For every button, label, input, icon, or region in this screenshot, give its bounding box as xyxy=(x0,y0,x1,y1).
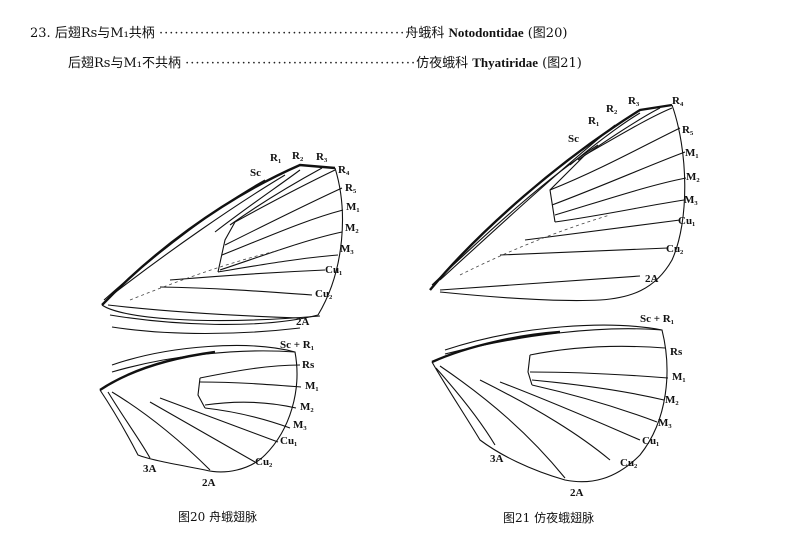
fig20-label-h-scr1: Sc + R₁ xyxy=(280,339,314,351)
fig20-forewing xyxy=(102,165,343,334)
fig20-vein-h3a xyxy=(108,392,150,458)
fig20-label-m2: M₂ xyxy=(345,222,359,234)
fig20-label-h-rs: Rs xyxy=(302,359,315,371)
fig20-label-h-m2: M₂ xyxy=(300,401,314,413)
fig20-label-h-cu1: Cu₁ xyxy=(280,435,297,447)
fig21-label-h-cu1: Cu₁ xyxy=(642,435,659,447)
fig20-vein-hm2 xyxy=(205,402,296,408)
fig21-label-sc: Sc xyxy=(568,133,579,145)
fig21-vein-cu2 xyxy=(500,248,668,255)
fig20-forewing-anal-fold xyxy=(112,327,300,334)
fig21-vein-r1 xyxy=(440,125,615,280)
fig21-vein-hcu2 xyxy=(480,380,610,460)
fig20-label-r5: R₅ xyxy=(345,182,357,194)
fig20-label-r4: R₄ xyxy=(338,164,350,176)
fig21-label-m2: M₂ xyxy=(686,171,700,183)
fig20-vein-hm1 xyxy=(200,382,301,387)
fig21-label-r3: R₃ xyxy=(628,95,640,107)
fig20-vein-hcu1 xyxy=(160,398,278,442)
figure-20-caption: 图20 舟蛾翅脉 xyxy=(178,508,257,525)
fig20-label-m1: M₁ xyxy=(346,201,360,213)
fig20-label-h-m1: M₁ xyxy=(305,380,319,392)
fig21-label-h-rs: Rs xyxy=(670,346,683,358)
fig20-vein-m3 xyxy=(218,255,338,272)
fig20-label-cu1: Cu₁ xyxy=(325,264,342,276)
fig21-vein-hm1 xyxy=(530,372,668,378)
fig20-label-h-m3: M₃ xyxy=(293,419,307,431)
fig21-label-h-cu2: Cu₂ xyxy=(620,457,638,469)
fig21-label-r2: R₂ xyxy=(606,103,618,115)
fig20-vein-hm3 xyxy=(205,408,290,428)
fig20-label-r3: R₃ xyxy=(316,151,328,163)
fig21-vein-m3 xyxy=(555,200,684,222)
fig20-vein-r2 xyxy=(215,170,300,232)
fig20-vein-cu1 xyxy=(170,270,325,280)
fig21-label-cu1: Cu₁ xyxy=(678,215,695,227)
fig20-vein-m2 xyxy=(220,232,342,270)
fig20-forewing-costa xyxy=(102,165,335,305)
fig21-vein-2a xyxy=(440,276,640,290)
fig21-label-h-m3: M₃ xyxy=(658,417,672,429)
fig20-vein-hcu2 xyxy=(150,402,255,462)
fig21-label-r4: R₄ xyxy=(672,95,684,107)
fig20-label-r1: R₁ xyxy=(270,152,281,164)
fig21-label-h-m2: M₂ xyxy=(665,394,679,406)
fig20-label-cu2: Cu₂ xyxy=(315,288,333,300)
fig20-label-h-cu2: Cu₂ xyxy=(255,456,273,468)
fig20-vein-h2a xyxy=(112,392,210,470)
fig20-label-h-2a: 2A xyxy=(202,477,216,489)
fig21-forewing xyxy=(430,105,686,301)
figure-21: Sc R₁ R₂ R₃ R₄ R₅ M₁ M₂ M₃ Cu₁ Cu₂ 2A Sc… xyxy=(430,95,700,499)
fig21-label-h-scr1: Sc + R₁ xyxy=(640,313,674,325)
figure-20: Sc R₁ R₂ R₃ R₄ R₅ M₁ M₂ M₃ Cu₁ Cu₂ 2A Sc… xyxy=(100,150,360,489)
fig21-fold xyxy=(460,215,610,275)
fig21-label-h-3a: 3A xyxy=(490,453,504,465)
fig21-label-r1: R₁ xyxy=(588,115,599,127)
fig21-label-cu2: Cu₂ xyxy=(666,243,684,255)
fig21-vein-rs xyxy=(530,346,665,355)
fig21-label-m1: M₁ xyxy=(685,147,699,159)
fig20-label-r2: R₂ xyxy=(292,150,304,162)
fig20-label-sc: Sc xyxy=(250,167,261,179)
figure-21-caption: 图21 仿夜蛾翅脉 xyxy=(503,509,594,526)
fig20-hindwing xyxy=(100,346,301,472)
fig20-hindwing-outline xyxy=(100,346,297,472)
fig21-forewing-outline xyxy=(440,105,685,301)
fig21-vein-cu1 xyxy=(525,220,680,240)
fig21-vein-hm3 xyxy=(532,385,657,422)
fig21-label-h-m1: M₁ xyxy=(672,371,686,383)
fig21-hind-cell xyxy=(528,355,532,385)
fig21-label-2a: 2A xyxy=(645,273,659,285)
fig20-label-h-3a: 3A xyxy=(143,463,157,475)
fig21-label-h-2a: 2A xyxy=(570,487,584,499)
fig20-discal-cell xyxy=(218,222,235,272)
fig20-label-m3: M₃ xyxy=(340,243,354,255)
fig21-label-m3: M₃ xyxy=(684,194,698,206)
fig20-forewing-outline xyxy=(110,168,342,324)
fig21-vein-m1 xyxy=(552,152,685,205)
fig20-label-2a: 2A xyxy=(296,316,310,328)
fig20-vein-r1 xyxy=(108,175,285,298)
fig20-vein-rs xyxy=(200,365,300,378)
fig20-vein-cu2 xyxy=(160,287,312,295)
fig21-label-r5: R₅ xyxy=(682,124,694,136)
fig21-vein-h3a xyxy=(436,368,495,445)
